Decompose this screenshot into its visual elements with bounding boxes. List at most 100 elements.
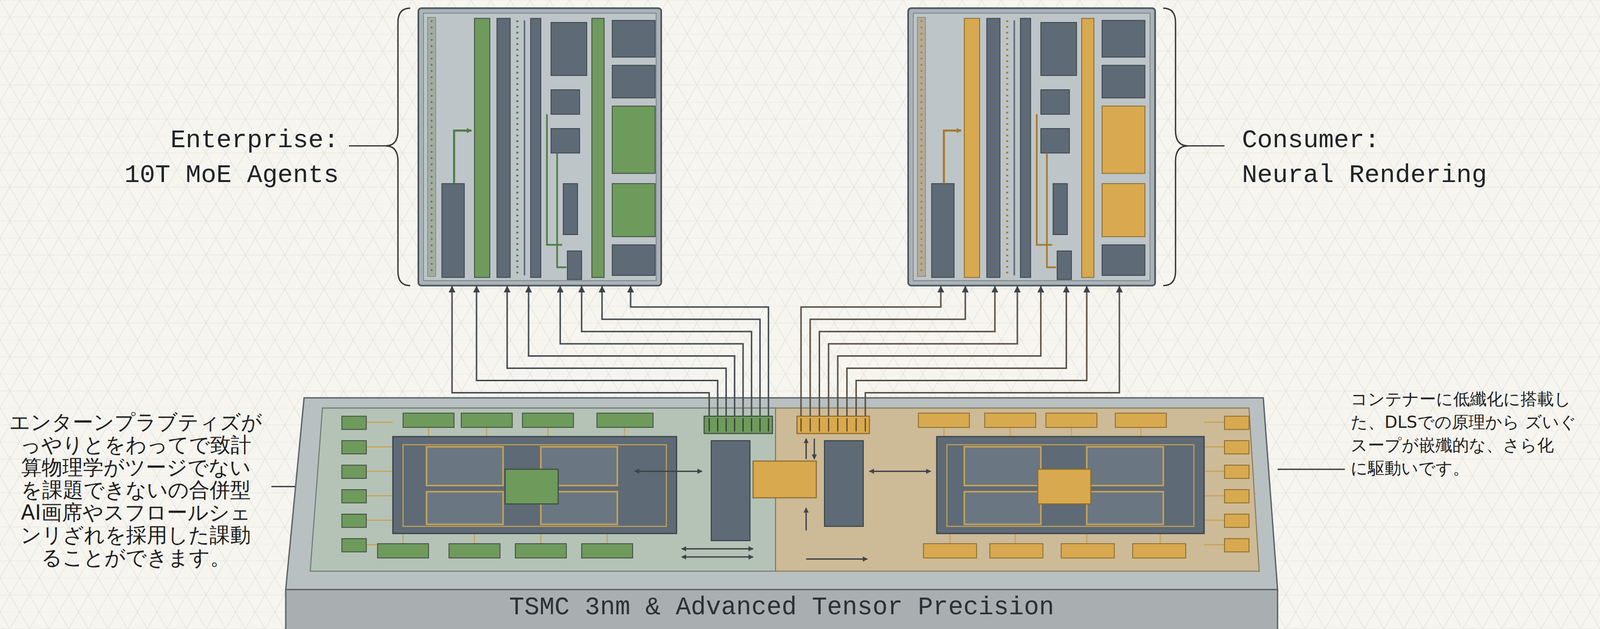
illustration-rect <box>426 491 504 525</box>
signal-arrow <box>452 285 710 417</box>
package-substrate: TSMC 3nm & Advanced Tensor Precision <box>285 398 1278 629</box>
illustration-line <box>805 558 868 560</box>
illustration-rect <box>797 416 870 434</box>
illustration-rect <box>1057 250 1072 280</box>
chip-label: 10T MoE Agents <box>124 158 340 193</box>
illustration-line <box>869 470 931 473</box>
illustration-rect <box>1101 20 1145 58</box>
signal-arrow <box>506 285 726 417</box>
illustration-rect <box>946 444 1194 527</box>
illustration-path <box>385 8 411 287</box>
illustration-rect <box>1061 543 1115 559</box>
illustration-rect <box>1224 465 1250 479</box>
illustration-line <box>348 145 386 147</box>
illustration-rect <box>612 183 655 237</box>
illustration-polygon <box>775 408 1259 572</box>
illustration-rect <box>1224 489 1250 504</box>
illustration-polyline <box>1036 114 1052 245</box>
chip-label: Consumer: <box>1241 123 1380 159</box>
signal-arrow <box>800 285 941 417</box>
illustration-polyline <box>557 153 567 268</box>
illustration-polyline <box>453 130 472 184</box>
illustration-rect <box>441 183 465 278</box>
illustration-rect <box>1086 491 1164 525</box>
illustration-rect <box>591 18 605 278</box>
illustration-rect <box>418 8 662 287</box>
illustration-rect <box>426 447 504 486</box>
chip-label: Neural Rendering <box>1241 158 1487 193</box>
illustration-path <box>1163 8 1188 287</box>
illustration-rect <box>612 244 655 276</box>
illustration-rect <box>931 183 955 278</box>
illustration-rect <box>522 413 574 428</box>
illustration-rect <box>402 444 667 527</box>
illustration-rect <box>581 543 633 559</box>
package-label: TSMC 3nm & Advanced Tensor Precision <box>285 592 1278 623</box>
illustration-g <box>271 8 1345 629</box>
chip-label: Enterprise: <box>170 123 339 159</box>
signal-arrow <box>865 285 1120 417</box>
illustration-rect <box>1101 244 1145 276</box>
illustration-rect <box>515 543 567 559</box>
illustration-line <box>805 438 807 460</box>
illustration-rect <box>1040 22 1077 76</box>
illustration-rect <box>986 18 1000 278</box>
illustration-path <box>800 418 866 432</box>
illustration-rect <box>918 413 970 428</box>
illustration-rect <box>377 543 429 559</box>
illustration-rect <box>917 17 926 277</box>
illustration-line <box>523 20 526 276</box>
illustration-line <box>805 507 807 531</box>
illustration-rect <box>551 22 587 76</box>
annotation-text: エンターンプラブティズが っやりとをわってで致計 算物理学がツージでない を課題… <box>5 411 266 570</box>
illustration-g <box>418 8 662 287</box>
illustration-rect <box>341 538 367 553</box>
illustration-rect <box>1101 65 1145 99</box>
illustration-rect <box>984 413 1036 428</box>
illustration-rect <box>1040 89 1070 115</box>
illustration-rect <box>1132 543 1186 559</box>
illustration-rect <box>505 469 559 505</box>
illustration-polygon <box>285 589 1278 629</box>
illustration-line <box>1277 468 1345 470</box>
signal-arrow <box>630 285 769 417</box>
signal-arrow <box>581 285 752 417</box>
illustration-rect <box>1045 413 1097 428</box>
illustration-rect <box>1101 183 1145 237</box>
illustration-line <box>430 20 433 274</box>
illustration-rect <box>449 543 501 559</box>
illustration-line <box>1006 20 1009 276</box>
illustration-rect <box>1040 128 1070 154</box>
illustration-polyline <box>546 114 562 245</box>
illustration-rect <box>1224 514 1250 528</box>
illustration-rect <box>341 489 367 504</box>
illustration-rect <box>612 20 655 58</box>
illustration-polyline <box>1046 153 1057 268</box>
illustration-g <box>907 8 1155 287</box>
illustration-rect <box>392 436 677 534</box>
illustration-rect <box>1101 106 1145 174</box>
illustration-rect <box>612 106 655 174</box>
illustration-rect <box>497 18 511 278</box>
illustration-polygon <box>310 408 776 572</box>
illustration-rect <box>1020 18 1031 278</box>
signal-arrow <box>476 285 718 417</box>
illustration-rect <box>461 413 513 428</box>
signal-arrow <box>810 285 966 417</box>
illustration-rect <box>423 13 657 281</box>
illustration-line <box>813 438 816 460</box>
illustration-rect <box>402 413 454 428</box>
illustration-rect <box>341 440 367 454</box>
illustration-line <box>1187 145 1225 147</box>
signal-arrow <box>855 285 1087 417</box>
illustration-rect <box>704 416 773 434</box>
illustration-rect <box>964 447 1041 486</box>
illustration-path <box>709 418 769 432</box>
signal-arrow <box>837 285 1041 417</box>
illustration-rect <box>1115 413 1167 428</box>
illustration-rect <box>1224 538 1250 553</box>
illustration-rect <box>474 18 490 278</box>
illustration-rect <box>530 18 541 278</box>
